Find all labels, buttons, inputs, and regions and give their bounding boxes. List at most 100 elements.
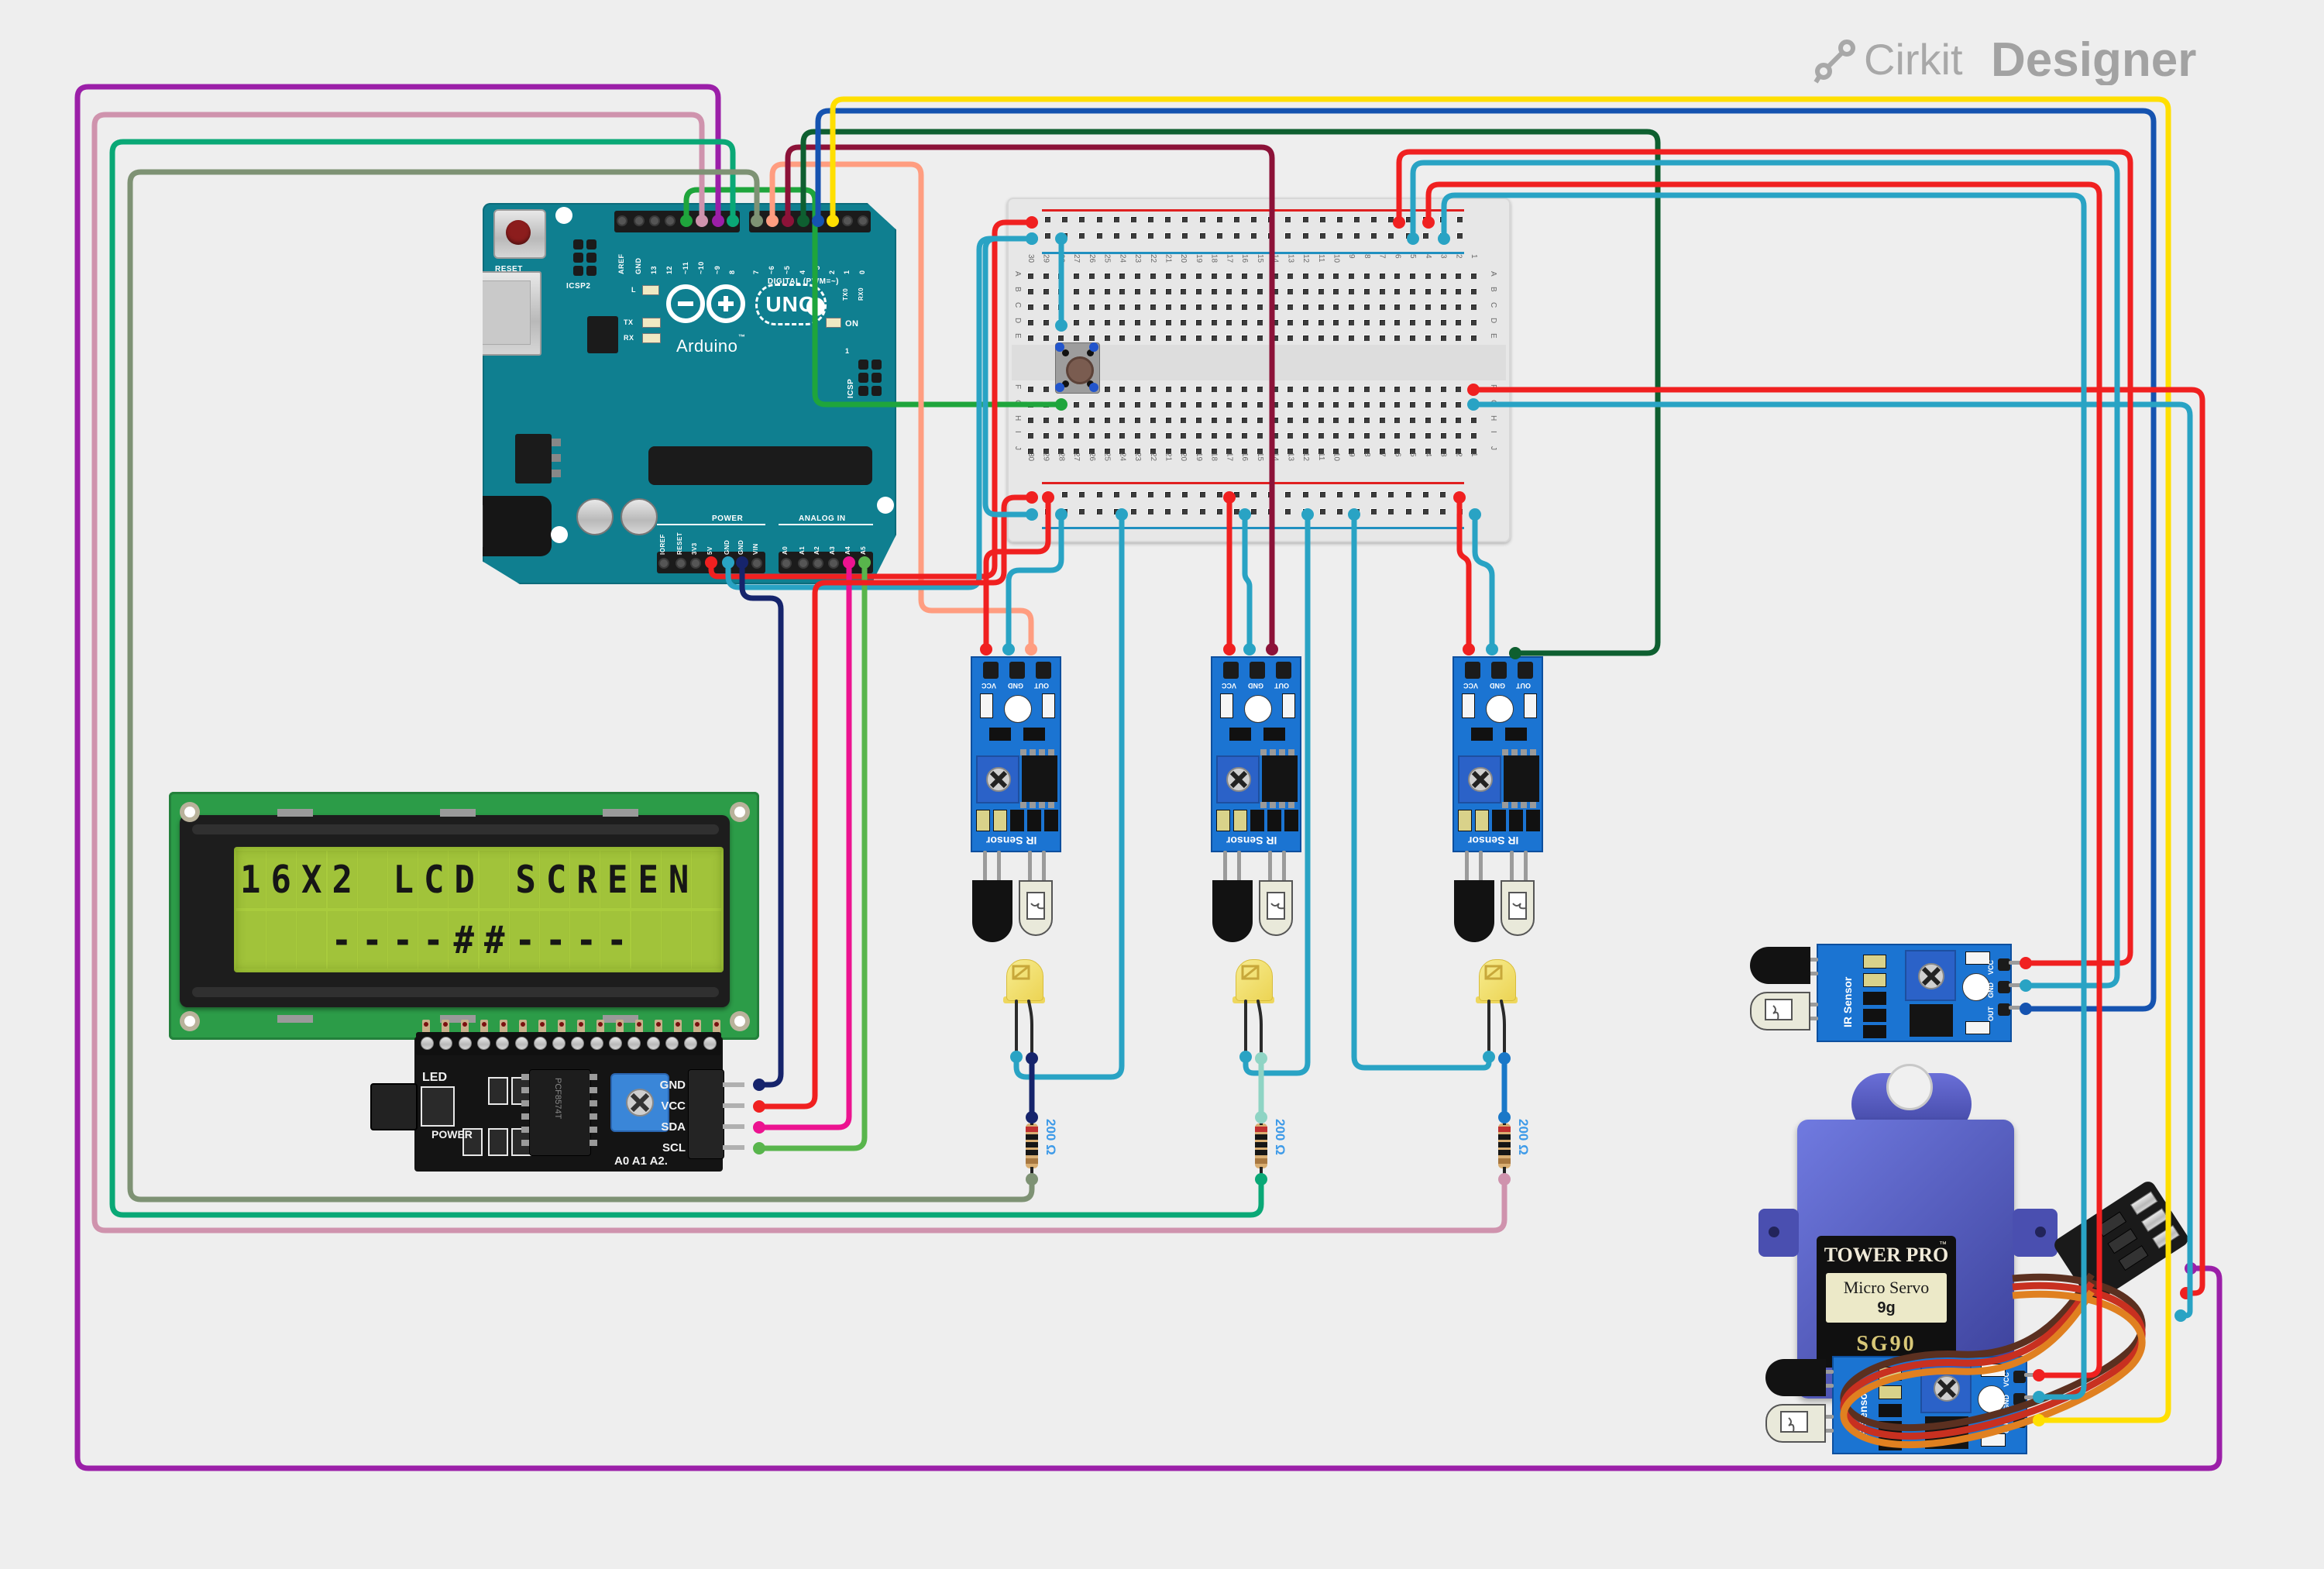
bb-hole[interactable] <box>1181 274 1187 279</box>
button-cap[interactable] <box>1066 356 1094 384</box>
wire-led3-segment-start[interactable] <box>1498 1052 1511 1065</box>
bb-hole[interactable] <box>1287 320 1294 325</box>
bb-hole[interactable] <box>1119 418 1126 423</box>
bb-hole[interactable] <box>1272 320 1278 325</box>
rail-hole[interactable] <box>1336 492 1342 497</box>
rail-hole[interactable] <box>1285 233 1291 239</box>
bb-hole[interactable] <box>1363 387 1370 392</box>
bb-hole[interactable] <box>1226 433 1232 439</box>
bb-hole[interactable] <box>1135 433 1141 439</box>
wire-gnd-i2c-end[interactable] <box>753 1079 765 1091</box>
bb-hole[interactable] <box>1043 387 1049 392</box>
led-yellow-1[interactable] <box>1006 959 1043 1001</box>
i2c-pin[interactable] <box>723 1082 744 1087</box>
rail-hole[interactable] <box>1405 492 1411 497</box>
rail-hole[interactable] <box>1216 217 1222 222</box>
rail-hole[interactable] <box>1130 509 1136 514</box>
bb-hole[interactable] <box>1088 418 1095 423</box>
wire-a5-scl[interactable] <box>756 559 868 1151</box>
bb-hole[interactable] <box>1272 402 1278 408</box>
reset-button-cap[interactable] <box>506 220 531 245</box>
rail-hole[interactable] <box>1113 492 1119 497</box>
bb-hole[interactable] <box>1195 335 1202 341</box>
bb-hole[interactable] <box>1226 274 1232 279</box>
analog-pin-A5[interactable] <box>859 558 870 569</box>
bb-hole[interactable] <box>1440 305 1446 310</box>
bb-hole[interactable] <box>1410 305 1416 310</box>
bb-hole[interactable] <box>1211 387 1217 392</box>
rail-hole[interactable] <box>1113 509 1119 514</box>
led-yellow-3[interactable] <box>1479 959 1516 1001</box>
rail-hole[interactable] <box>1216 233 1222 239</box>
bb-hole[interactable] <box>1333 274 1339 279</box>
rail-hole[interactable] <box>1148 492 1154 497</box>
bb-hole[interactable] <box>1363 402 1370 408</box>
bb-hole[interactable] <box>1333 289 1339 294</box>
led-anode-leg[interactable] <box>1027 1000 1033 1057</box>
power-pin-GND[interactable] <box>737 558 748 569</box>
bb-hole[interactable] <box>1349 433 1355 439</box>
bb-hole[interactable] <box>1287 274 1294 279</box>
wire-led2-segment-start[interactable] <box>1255 1052 1267 1065</box>
bb-hole[interactable] <box>1165 387 1171 392</box>
rail-hole[interactable] <box>1165 509 1171 514</box>
led-anode-leg[interactable] <box>1257 1000 1263 1057</box>
digital-pin-GND[interactable] <box>634 215 645 226</box>
analog-pin-A3[interactable] <box>828 558 839 569</box>
rail-hole[interactable] <box>1354 217 1360 222</box>
bb-hole[interactable] <box>1303 418 1309 423</box>
bb-hole[interactable] <box>1104 274 1110 279</box>
bb-hole[interactable] <box>1043 320 1049 325</box>
bb-hole[interactable] <box>1088 274 1095 279</box>
bb-hole[interactable] <box>1195 320 1202 325</box>
lcd-16x2[interactable]: 16X2 LCD SCREEN----##---- <box>169 792 759 1040</box>
digital-pin-4[interactable] <box>798 215 809 226</box>
bb-hole[interactable] <box>1074 402 1080 408</box>
bb-hole[interactable] <box>1226 335 1232 341</box>
bb-hole[interactable] <box>1410 289 1416 294</box>
bb-hole[interactable] <box>1028 289 1033 294</box>
rail-hole[interactable] <box>1130 492 1136 497</box>
rail-hole[interactable] <box>1079 492 1085 497</box>
led-anode-leg[interactable] <box>1500 1000 1506 1057</box>
bb-hole[interactable] <box>1287 289 1294 294</box>
bb-hole[interactable] <box>1394 274 1401 279</box>
rail-hole[interactable] <box>1439 233 1446 239</box>
analog-pin-A2[interactable] <box>813 558 823 569</box>
bb-hole[interactable] <box>1318 433 1324 439</box>
bb-hole[interactable] <box>1058 320 1064 325</box>
bb-hole[interactable] <box>1181 335 1187 341</box>
bb-hole[interactable] <box>1349 274 1355 279</box>
bb-hole[interactable] <box>1043 402 1049 408</box>
bb-hole[interactable] <box>1088 320 1095 325</box>
i2c-pin[interactable] <box>723 1124 744 1129</box>
bb-hole[interactable] <box>1363 289 1370 294</box>
rail-hole[interactable] <box>1216 509 1222 514</box>
bb-hole[interactable] <box>1333 402 1339 408</box>
wire-led2-cathode-end[interactable] <box>1239 1051 1252 1063</box>
bb-hole[interactable] <box>1349 402 1355 408</box>
bb-hole[interactable] <box>1135 418 1141 423</box>
wire-pin6-ir1-out-end[interactable] <box>1025 643 1037 655</box>
bb-hole[interactable] <box>1028 433 1033 439</box>
bb-hole[interactable] <box>1165 433 1171 439</box>
bb-hole[interactable] <box>1150 335 1156 341</box>
bb-hole[interactable] <box>1349 305 1355 310</box>
bb-hole[interactable] <box>1088 402 1095 408</box>
bb-hole[interactable] <box>1440 433 1446 439</box>
servo-shaft[interactable] <box>1886 1064 1933 1110</box>
rail-hole[interactable] <box>1405 233 1411 239</box>
digital-pin-AREF[interactable] <box>617 215 627 226</box>
rail-hole[interactable] <box>1285 217 1291 222</box>
wire-ir3-gnd-end[interactable] <box>1486 643 1498 655</box>
bb-hole[interactable] <box>1058 433 1064 439</box>
bb-hole[interactable] <box>1456 387 1462 392</box>
bb-hole[interactable] <box>1165 289 1171 294</box>
bb-hole[interactable] <box>1226 402 1232 408</box>
rail-hole[interactable] <box>1130 233 1136 239</box>
bb-hole[interactable] <box>1119 274 1126 279</box>
bb-hole[interactable] <box>1456 335 1462 341</box>
